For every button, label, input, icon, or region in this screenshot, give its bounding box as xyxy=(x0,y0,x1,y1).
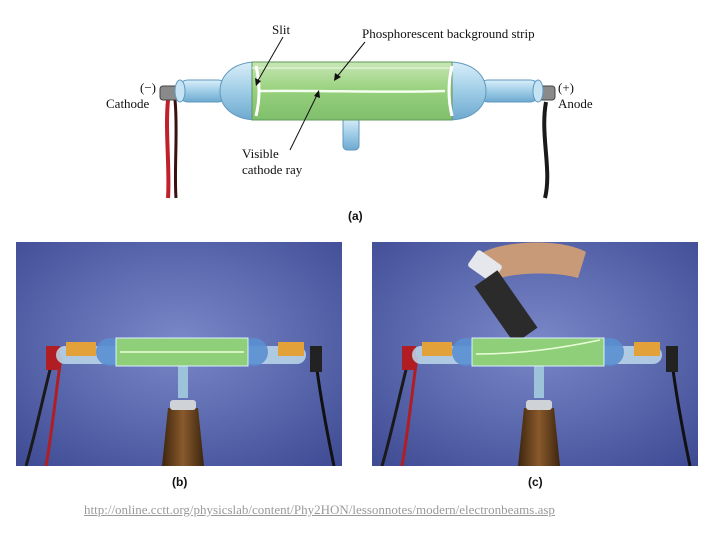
strip-arrow xyxy=(335,41,366,79)
ray-arrow xyxy=(289,92,319,151)
right-neck xyxy=(477,79,541,103)
slit-label: Slit xyxy=(272,22,291,37)
caption-b: (b) xyxy=(172,475,188,489)
anode-plate xyxy=(447,65,454,117)
cathode-sign-label: (−) xyxy=(140,80,156,95)
anode-sign-label: (+) xyxy=(558,80,574,95)
right-bulb xyxy=(447,61,487,121)
source-link[interactable]: http://online.cctt.org/physicslab/conten… xyxy=(84,502,555,517)
cathode-black-wire xyxy=(173,99,178,199)
ray-label-line2: cathode ray xyxy=(242,162,303,177)
cathode-ray-tube-diagram xyxy=(159,36,556,199)
anode-label: Anode xyxy=(558,96,593,111)
caption-c: (c) xyxy=(528,475,543,489)
anode-black-wire xyxy=(542,101,550,199)
photo-b xyxy=(16,242,342,466)
cathode-ray xyxy=(257,89,446,93)
photo-c xyxy=(372,242,698,466)
strip-label: Phosphorescent background strip xyxy=(362,26,535,41)
left-bulb xyxy=(219,61,259,121)
cathode-label: Cathode xyxy=(106,96,150,111)
cathode-red-wire xyxy=(165,99,171,199)
slit-plate xyxy=(254,65,261,117)
caption-a: (a) xyxy=(348,209,363,223)
ray-label-line1: Visible xyxy=(242,146,279,161)
slit-arrow xyxy=(255,36,284,85)
bottom-stem xyxy=(342,117,360,151)
